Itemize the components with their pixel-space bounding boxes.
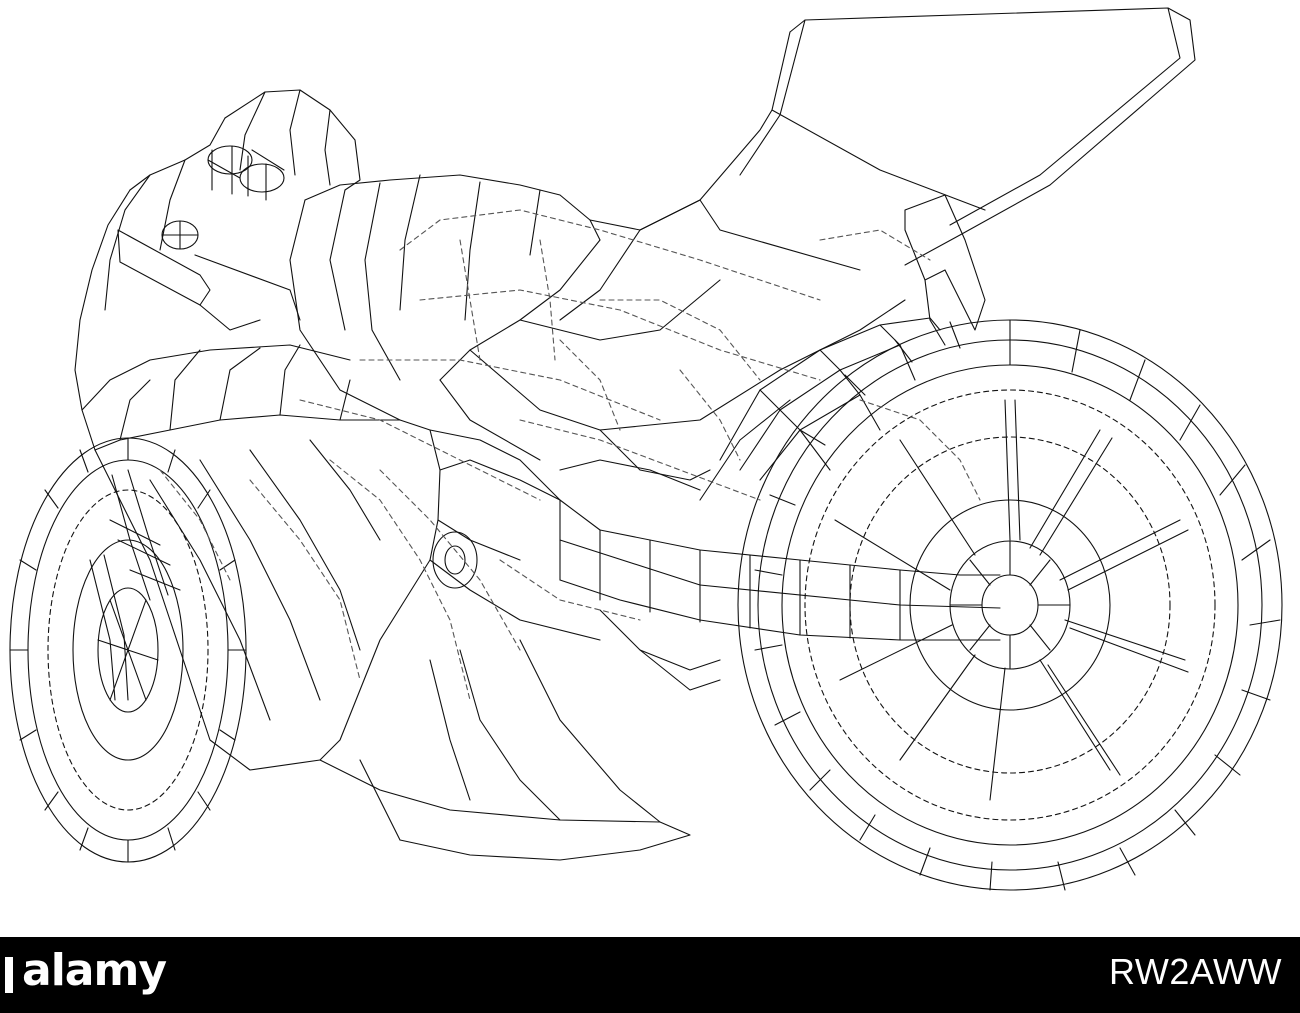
alamy-logo-mark-icon [5,957,13,993]
hidden-engine-lines [159,209,981,701]
alamy-brand: alamy [22,945,167,996]
motorcycle-wireframe-drawing [9,7,1283,891]
stock-image-id: RW2AWW [1109,951,1282,992]
rear-wheel [737,319,1283,891]
front-wheel [9,437,247,863]
swingarm [429,429,1001,691]
wireframe-artwork [9,7,1283,891]
stock-footer-bar: alamy RW2AWW [0,937,1300,1013]
front-forks [89,469,181,701]
tank-section [289,174,906,461]
front-fairing [74,89,361,451]
side-fairing [81,344,691,861]
tail-section [639,7,1196,346]
